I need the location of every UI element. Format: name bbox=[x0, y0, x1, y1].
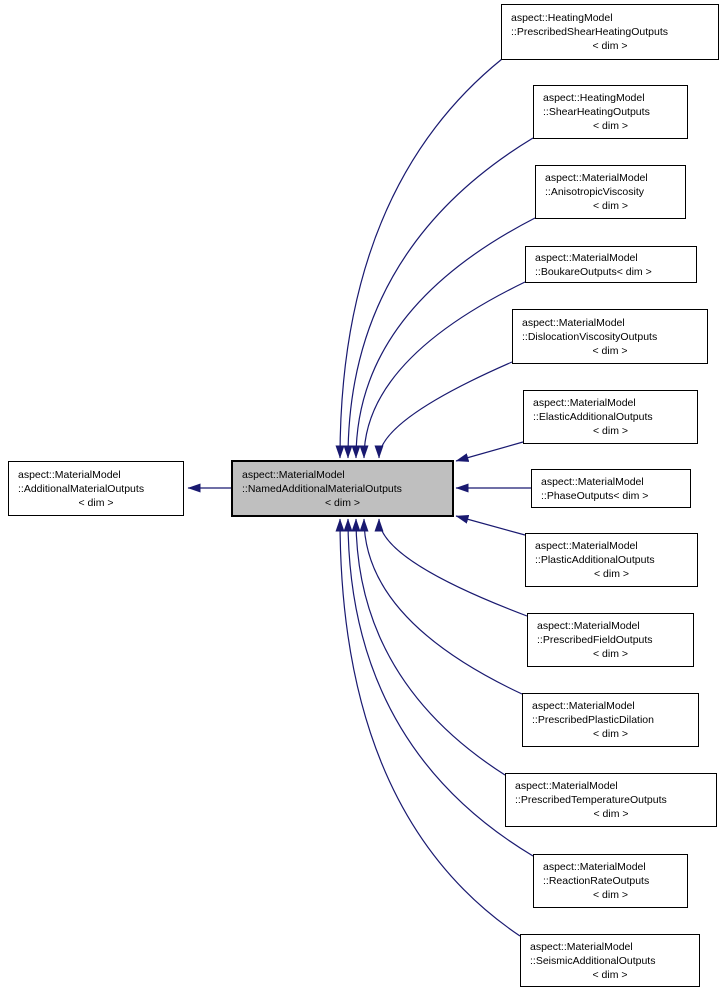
template-param: < dim > bbox=[592, 968, 628, 981]
inheritance-arrow-shear-heating bbox=[343, 137, 534, 459]
class-node-named-additional-material-outputs[interactable]: aspect::MaterialModel ::NamedAdditionalM… bbox=[231, 460, 454, 517]
class-node-prescribed-plastic-dilation[interactable]: aspect::MaterialModel ::PrescribedPlasti… bbox=[522, 693, 699, 747]
class-name: aspect::MaterialModel ::SeismicAdditiona… bbox=[530, 940, 656, 967]
template-param: < dim > bbox=[592, 120, 629, 132]
template-param: < dim > bbox=[78, 496, 114, 509]
class-name: aspect::MaterialModel ::PrescribedPlasti… bbox=[532, 700, 654, 726]
inheritance-arrow-prescribed-plastic-dilation bbox=[359, 518, 523, 695]
template-param: < dim > bbox=[592, 344, 628, 357]
class-name: aspect::MaterialModel ::DislocationVisco… bbox=[522, 316, 658, 343]
inheritance-arrow-boukare bbox=[359, 281, 526, 459]
class-node-reaction-rate-outputs[interactable]: aspect::MaterialModel ::ReactionRateOutp… bbox=[533, 854, 688, 908]
class-name: aspect::HeatingModel ::ShearHeatingOutpu… bbox=[543, 92, 650, 118]
class-name: aspect::MaterialModel ::AdditionalMateri… bbox=[18, 468, 145, 495]
template-param: < dim > bbox=[593, 568, 630, 580]
inheritance-arrow-prescribed-shear-heating bbox=[335, 58, 503, 459]
template-param: < dim > bbox=[592, 728, 629, 740]
template-param: < dim > bbox=[592, 425, 629, 437]
class-name: aspect::HeatingModel ::PrescribedShearHe… bbox=[511, 12, 669, 38]
inheritance-arrow-elastic bbox=[455, 441, 524, 462]
class-name: aspect::MaterialModel ::BoukareOutputs< … bbox=[535, 251, 652, 278]
class-node-prescribed-field-outputs[interactable]: aspect::MaterialModel ::PrescribedFieldO… bbox=[527, 613, 694, 667]
class-name: aspect::MaterialModel ::AnisotropicVisco… bbox=[545, 172, 648, 198]
class-name: aspect::MaterialModel ::PrescribedFieldO… bbox=[537, 620, 653, 646]
template-param: < dim > bbox=[592, 648, 629, 660]
class-name: aspect::MaterialModel ::PlasticAdditiona… bbox=[535, 540, 655, 566]
inheritance-arrow-plastic bbox=[455, 514, 526, 536]
inheritance-arrow-prescribed-temperature bbox=[351, 518, 506, 776]
inheritance-arrow-seismic bbox=[335, 518, 521, 937]
template-param: < dim > bbox=[324, 496, 361, 509]
inheritance-arrow-dislocation-viscosity bbox=[374, 361, 513, 459]
class-node-prescribed-temperature-outputs[interactable]: aspect::MaterialModel ::PrescribedTemper… bbox=[505, 773, 717, 827]
class-node-phase-outputs[interactable]: aspect::MaterialModel ::PhaseOutputs< di… bbox=[531, 469, 691, 508]
class-node-dislocation-viscosity-outputs[interactable]: aspect::MaterialModel ::DislocationVisco… bbox=[512, 309, 708, 364]
class-name: aspect::MaterialModel ::ReactionRateOutp… bbox=[543, 861, 650, 887]
class-node-shear-heating-outputs[interactable]: aspect::HeatingModel ::ShearHeatingOutpu… bbox=[533, 85, 688, 139]
template-param: < dim > bbox=[592, 40, 628, 52]
inheritance-arrow-prescribed-field bbox=[374, 518, 528, 617]
template-param: < dim > bbox=[592, 889, 629, 901]
class-name: aspect::MaterialModel ::PhaseOutputs< di… bbox=[541, 475, 649, 502]
class-node-elastic-additional-outputs[interactable]: aspect::MaterialModel ::ElasticAdditiona… bbox=[523, 390, 698, 444]
class-node-additional-material-outputs[interactable]: aspect::MaterialModel ::AdditionalMateri… bbox=[8, 461, 184, 516]
template-param: < dim > bbox=[592, 200, 629, 212]
inheritance-arrow-anisotropic-viscosity bbox=[351, 217, 536, 459]
template-param: < dim > bbox=[593, 808, 629, 820]
class-node-boukare-outputs[interactable]: aspect::MaterialModel ::BoukareOutputs< … bbox=[525, 246, 697, 283]
class-node-plastic-additional-outputs[interactable]: aspect::MaterialModel ::PlasticAdditiona… bbox=[525, 533, 698, 587]
class-name: aspect::MaterialModel ::PrescribedTemper… bbox=[515, 780, 667, 806]
class-name: aspect::MaterialModel ::NamedAdditionalM… bbox=[242, 468, 402, 495]
class-node-seismic-additional-outputs[interactable]: aspect::MaterialModel ::SeismicAdditiona… bbox=[520, 934, 700, 987]
class-node-anisotropic-viscosity[interactable]: aspect::MaterialModel ::AnisotropicVisco… bbox=[535, 165, 686, 219]
class-name: aspect::MaterialModel ::ElasticAdditiona… bbox=[533, 397, 653, 423]
class-node-prescribed-shear-heating-outputs[interactable]: aspect::HeatingModel ::PrescribedShearHe… bbox=[501, 4, 719, 60]
